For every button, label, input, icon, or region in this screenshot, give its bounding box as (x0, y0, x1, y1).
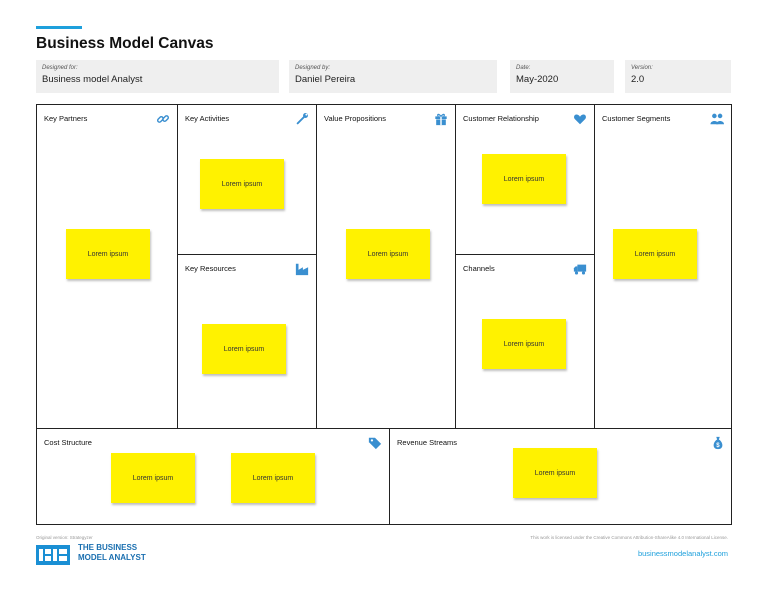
value-propositions-block[interactable]: Value Propositions Lorem ipsum (317, 105, 455, 428)
cost-structure-block[interactable]: Cost Structure Lorem ipsum Lorem ipsum (37, 429, 389, 525)
key-partners-block[interactable]: Key Partners Lorem ipsum (37, 105, 177, 428)
version-label: Version: (631, 65, 653, 71)
value-propositions-label: Value Propositions (324, 114, 386, 123)
date-field[interactable]: Date: May-2020 (510, 60, 614, 93)
channels-label: Channels (463, 264, 495, 273)
sticky-note[interactable]: Lorem ipsum (231, 453, 315, 503)
website-link[interactable]: businessmodelanalyst.com (637, 549, 728, 558)
cost-structure-label: Cost Structure (44, 438, 92, 447)
tag-icon (368, 437, 382, 450)
page-title: Business Model Canvas (36, 35, 214, 52)
original-credit: Original version: Strategyzer (36, 535, 93, 540)
designed-by-value: Daniel Pereira (295, 74, 356, 85)
divider (389, 428, 390, 525)
license-text: This work is licensed under the Creative… (530, 535, 728, 540)
link-icon (156, 115, 170, 123)
truck-icon (573, 264, 587, 275)
version-field[interactable]: Version: 2.0 (625, 60, 731, 93)
sticky-note[interactable]: Lorem ipsum (482, 154, 566, 204)
sticky-note[interactable]: Lorem ipsum (200, 159, 284, 209)
designed-for-field[interactable]: Designed for: Business model Analyst (36, 60, 279, 93)
divider (177, 254, 316, 255)
designed-by-field[interactable]: Designed by: Daniel Pereira (289, 60, 497, 93)
sticky-note[interactable]: Lorem ipsum (482, 319, 566, 369)
divider (316, 105, 317, 428)
divider (455, 105, 456, 428)
key-resources-block[interactable]: Key Resources Lorem ipsum (178, 255, 316, 428)
gift-icon (435, 113, 447, 126)
divider (594, 105, 595, 428)
date-label: Date: (516, 65, 531, 71)
sticky-note[interactable]: Lorem ipsum (346, 229, 430, 279)
title-accent-bar (36, 26, 82, 29)
customer-segments-block[interactable]: Customer Segments Lorem ipsum (595, 105, 732, 428)
factory-icon (295, 263, 309, 276)
date-value: May-2020 (516, 74, 559, 85)
version-value: 2.0 (631, 74, 645, 85)
sticky-note[interactable]: Lorem ipsum (202, 324, 286, 374)
brand-name: THE BUSINESS MODEL ANALYST (78, 543, 168, 563)
svg-text:$: $ (716, 442, 720, 449)
revenue-streams-label: Revenue Streams (397, 438, 458, 447)
designed-for-label: Designed for: (42, 65, 78, 71)
customer-segments-label: Customer Segments (602, 114, 671, 123)
channels-block[interactable]: Channels Lorem ipsum (456, 255, 594, 428)
key-activities-block[interactable]: Key Activities Lorem ipsum (178, 105, 316, 254)
revenue-streams-block[interactable]: Revenue Streams $ Lorem ipsum (390, 429, 732, 525)
sticky-note[interactable]: Lorem ipsum (613, 229, 697, 279)
customer-relationship-block[interactable]: Customer Relationship Lorem ipsum (456, 105, 594, 254)
money-bag-icon: $ (713, 436, 723, 449)
business-model-canvas: Key Partners Lorem ipsum Key Activities … (36, 104, 732, 525)
key-activities-label: Key Activities (185, 114, 230, 123)
divider (37, 428, 731, 429)
designed-by-label: Designed by: (295, 65, 331, 71)
key-resources-label: Key Resources (185, 264, 236, 273)
sticky-note[interactable]: Lorem ipsum (513, 448, 597, 498)
designed-for-value: Business model Analyst (42, 74, 143, 85)
wrench-icon (296, 113, 308, 125)
brand-line-1: THE BUSINESS (78, 543, 138, 552)
sticky-note[interactable]: Lorem ipsum (111, 453, 195, 503)
brand-logo (36, 545, 70, 565)
sticky-note[interactable]: Lorem ipsum (66, 229, 150, 279)
divider (455, 254, 594, 255)
divider (177, 105, 178, 428)
key-partners-label: Key Partners (44, 114, 88, 123)
users-icon (710, 113, 724, 125)
brand-line-2: MODEL ANALYST (78, 553, 146, 562)
customer-relationship-label: Customer Relationship (463, 114, 539, 123)
heart-icon (574, 114, 586, 125)
